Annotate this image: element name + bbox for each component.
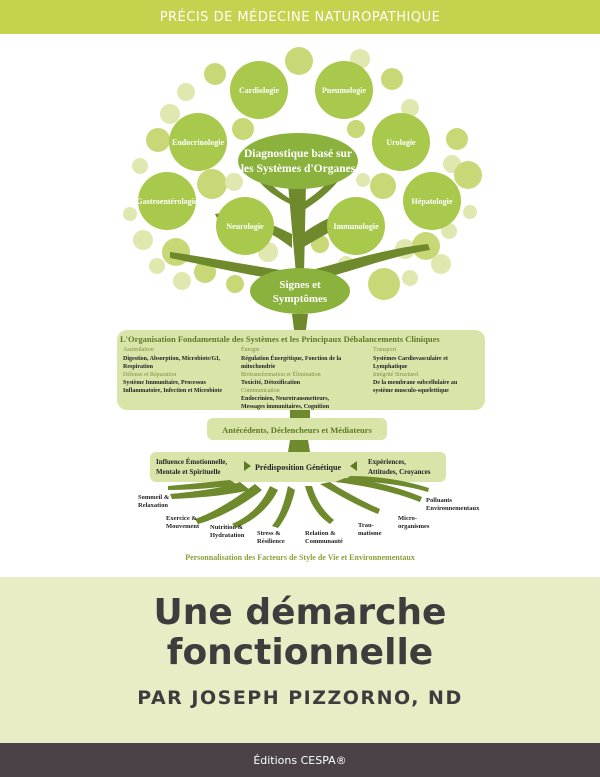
root-relation-1: Relation & xyxy=(305,530,336,537)
organ-gastroenterologie: Gastroentérologie xyxy=(136,197,197,206)
organ-hepatologie: Hépatologie xyxy=(412,197,453,206)
organ-cardiologie: Cardiologie xyxy=(239,86,279,95)
organ-pneumologie: Pneumologie xyxy=(322,86,366,95)
genetic-predisposition: Prédisposition Génétique xyxy=(255,463,341,472)
root-exercice-2: Mouvement xyxy=(166,523,200,530)
root-trauma-2: matisme xyxy=(358,530,382,537)
col2-t1a: Régulation Énergétique, Fonction de la xyxy=(241,354,341,362)
root-trauma-1: Trau- xyxy=(358,522,374,529)
organ-endocrinologie: Endocrinologie xyxy=(172,138,224,147)
root-stress-1: Stress & xyxy=(257,530,281,537)
influence-left-1: Influence Émotionnelle, xyxy=(156,458,227,466)
col1-t2b: Inflammatoire, Infection et Microbiote xyxy=(123,388,222,394)
antecedents-label: Antécédents, Déclencheurs et Médiateurs xyxy=(222,425,372,435)
col2-t3b: Messages immunitaires, Cognition xyxy=(241,404,330,410)
organisation-columns: Assimilation Digestion, Absorption, Micr… xyxy=(123,345,458,410)
tree-roots xyxy=(168,476,429,528)
diagnostic-ellipse xyxy=(238,133,358,189)
organ-immunologie: Immunologie xyxy=(333,222,379,231)
signs-line1: Signes et xyxy=(279,279,321,291)
organisation-title: L'Organisation Fondamentale des Systèmes… xyxy=(120,334,440,344)
book-title-line1: Une démarche xyxy=(153,592,447,633)
col2-h1: Énergie xyxy=(241,345,260,353)
antecedents-box xyxy=(207,418,387,440)
col3-t1b: Lymphatique xyxy=(373,364,408,370)
col1-t1a: Digestion, Absorption, Microbiote/GI, xyxy=(123,356,221,362)
diagnostic-line2: les Systèmes d'Organes xyxy=(241,163,356,175)
organisation-box xyxy=(117,330,485,410)
influence-left-2: Mentale et Spirituelle xyxy=(156,468,221,476)
col3-t2a: De la membrane subcellulaire au xyxy=(373,380,458,386)
publisher-name: Éditions CESPA® xyxy=(253,753,347,767)
trunk-base xyxy=(288,440,310,452)
root-nutrition-2: Hydratation xyxy=(210,532,245,539)
root-polluants-2: Environnementaux xyxy=(426,505,480,512)
organ-labels: Cardiologie Pneumologie Endocrinologie U… xyxy=(136,86,452,231)
root-micro-1: Micro- xyxy=(398,515,417,522)
publisher-footer: Éditions CESPA® xyxy=(0,743,600,777)
col3-h2: Intégrité Structurel xyxy=(373,372,419,378)
root-stress-2: Résilience xyxy=(257,538,285,545)
root-labels: Sommeil & Relaxation Exercice & Mouvemen… xyxy=(138,494,480,545)
col3-t1a: Systèmes Cardiovasculaire et xyxy=(373,356,448,362)
arrow-right-icon xyxy=(244,461,251,471)
col2-t3a: Endocrinien, Neurotransmetteurs, xyxy=(241,396,330,402)
root-polluants-1: Polluants xyxy=(426,497,452,504)
signs-line2: Symptômes xyxy=(273,293,328,305)
root-micro-2: organismes xyxy=(398,523,430,530)
root-exercice-1: Exercice & xyxy=(166,515,197,522)
root-sommeil-1: Sommeil & xyxy=(138,494,170,501)
organ-urologie: Urologie xyxy=(386,138,416,147)
col3-h1: Transport xyxy=(373,347,396,353)
tree-diagram: Cardiologie Pneumologie Endocrinologie U… xyxy=(117,47,485,562)
root-relation-2: Communauté xyxy=(305,538,343,545)
organ-neurologie: Neurologie xyxy=(226,222,264,231)
book-title-line2: fonctionnelle xyxy=(166,632,434,673)
diagnostic-line1: Diagnostique basé sur xyxy=(244,148,352,160)
signs-ellipse xyxy=(250,268,350,314)
root-nutrition-1: Nutrition & xyxy=(210,524,244,531)
series-title: PRÉCIS DE MÉDECINE NATUROPATHIQUE xyxy=(159,9,441,25)
col1-h2: Défense et Réparation xyxy=(123,371,176,378)
col1-t1b: Respiration xyxy=(123,364,154,370)
col1-h1: Assimilation xyxy=(123,347,154,353)
col3-t2b: système musculo-squelettique xyxy=(373,388,449,394)
col2-h2: Biotransformation et Élimination xyxy=(241,370,321,378)
col2-t1b: mitochondrie xyxy=(241,364,276,370)
influences-box xyxy=(150,452,446,482)
title-panel xyxy=(0,577,600,743)
col2-t2a: Toxicité, Détoxification xyxy=(241,380,301,386)
col1-t2a: Système Immunitaire, Processus xyxy=(123,380,207,386)
trunk-mid xyxy=(290,410,310,418)
col2-h3: Communication xyxy=(241,388,280,394)
series-banner: PRÉCIS DE MÉDECINE NATUROPATHIQUE xyxy=(0,0,600,34)
trunk-lower xyxy=(292,314,308,330)
personnalisation-caption: Personnalisation des Facteurs de Style d… xyxy=(185,553,415,562)
root-sommeil-2: Relaxation xyxy=(138,502,168,509)
organ-circles xyxy=(138,61,461,255)
book-author: PAR JOSEPH PIZZORNO, ND xyxy=(137,687,463,709)
arrow-left-icon xyxy=(350,461,357,471)
influence-right-2: Attitudes, Croyances xyxy=(368,468,431,476)
influence-right-1: Expériences, xyxy=(368,458,406,466)
